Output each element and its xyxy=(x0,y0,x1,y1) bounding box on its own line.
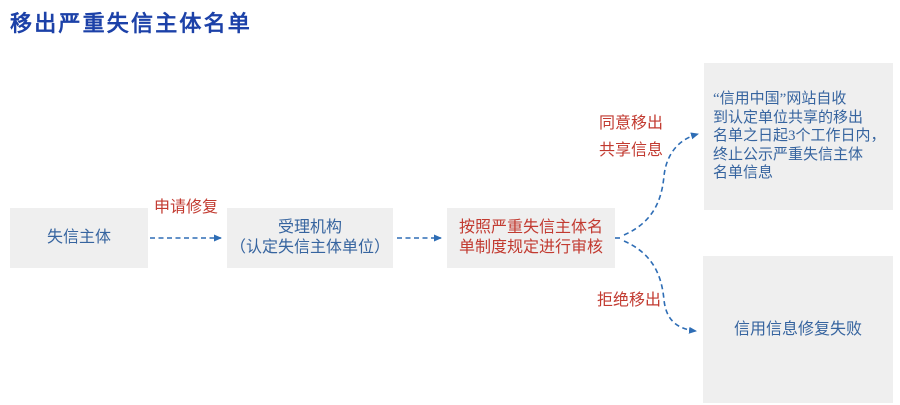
node-dishonest-subject-label: 失信主体 xyxy=(46,229,111,246)
edge-label-reject-removal: 拒绝移出 xyxy=(597,292,662,309)
node-accepting-agency: 受理机构 （认定失信主体单位） xyxy=(227,208,393,268)
page-title: 移出严重失信主体名单 xyxy=(10,11,253,36)
edge-label-agree-removal: 同意移出 共享信息 xyxy=(599,115,664,159)
node-repair-failed: 信用信息修复失败 xyxy=(703,256,893,403)
node-accepting-agency-label: 受理机构 （认定失信主体单位） xyxy=(229,219,390,256)
edge-label-apply-repair: 申请修复 xyxy=(153,199,218,216)
node-dishonest-subject: 失信主体 xyxy=(10,208,148,268)
node-credit-china-outcome: “信用中国”网站自收 到认定单位共享的移出 名单之日起3个工作日内， 终止公示严… xyxy=(704,63,893,210)
node-repair-failed-label: 信用信息修复失败 xyxy=(733,320,862,338)
reject-arrow xyxy=(623,240,697,334)
node-credit-china-outcome-label: “信用中国”网站自收 到认定单位共享的移出 名单之日起3个工作日内， 终止公示严… xyxy=(713,91,886,182)
node-review-per-rules: 按照严重失信主体名 单制度规定进行审核 xyxy=(447,208,615,268)
node-review-per-rules-label: 按照严重失信主体名 单制度规定进行审核 xyxy=(458,219,603,256)
